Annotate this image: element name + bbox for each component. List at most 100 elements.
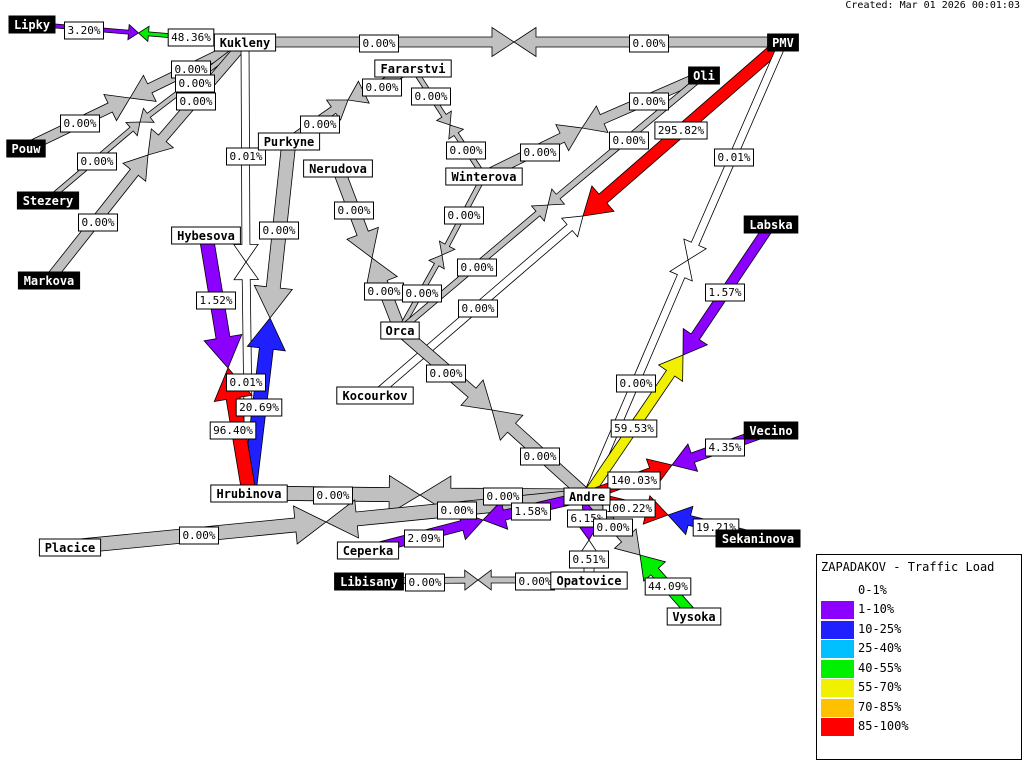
link-load-value: 0.01% bbox=[717, 151, 750, 164]
node-box bbox=[6, 139, 46, 158]
link-label-box bbox=[593, 518, 633, 537]
node-label: Hrubinova bbox=[216, 487, 281, 501]
link-label-in: 0.00% bbox=[629, 34, 669, 53]
legend: ZAPADAKOV - Traffic Load 0-1% 1-10% 10-2… bbox=[816, 554, 1022, 760]
node-box bbox=[374, 59, 452, 78]
node-label: Andre bbox=[569, 490, 605, 504]
node-vysoka[interactable]: Vysoka bbox=[666, 607, 722, 626]
link-label-box bbox=[705, 283, 745, 302]
link-kukleny-pmv[interactable] bbox=[244, 26, 784, 58]
node-label: Vecino bbox=[749, 424, 792, 438]
link-label-in: 0.00% bbox=[609, 131, 649, 150]
link-load-value: 0.01% bbox=[229, 376, 262, 389]
link-label-out: 0.00% bbox=[78, 213, 118, 232]
node-nerudova[interactable]: Nerudova bbox=[303, 159, 373, 178]
node-markova[interactable]: Markova bbox=[17, 271, 81, 290]
node-opatovice[interactable]: Opatovice bbox=[550, 571, 628, 590]
link-label-in: 140.03% bbox=[607, 471, 661, 490]
node-label: Ceperka bbox=[343, 544, 394, 558]
node-andre[interactable]: Andre bbox=[563, 487, 611, 506]
link-label-box bbox=[654, 121, 708, 140]
legend-swatch bbox=[821, 660, 854, 678]
link-label-out: 0.00% bbox=[593, 518, 633, 537]
node-box bbox=[666, 607, 722, 626]
link-orca-andre[interactable] bbox=[395, 324, 592, 502]
node-stezery[interactable]: Stezery bbox=[16, 191, 80, 210]
node-sekaninova[interactable]: Sekaninova bbox=[715, 529, 801, 548]
node-kocourkov[interactable]: Kocourkov bbox=[336, 386, 414, 405]
link-label-box bbox=[483, 487, 523, 506]
link-label-in: 1.58% bbox=[511, 502, 551, 521]
link-nerudova-orca[interactable] bbox=[331, 165, 407, 333]
node-pmv[interactable]: PMV bbox=[767, 33, 799, 52]
node-fararstvi[interactable]: Fararstvi bbox=[374, 59, 452, 78]
node-labska[interactable]: Labska bbox=[743, 215, 799, 234]
node-hrubinova[interactable]: Hrubinova bbox=[210, 484, 288, 503]
link-load-value: 0.00% bbox=[81, 216, 114, 229]
link-label-out: 0.00% bbox=[179, 526, 219, 545]
node-box bbox=[445, 167, 523, 186]
node-hybesova[interactable]: Hybesova bbox=[171, 226, 241, 245]
link-labels-layer: 3.20%48.36%0.00%0.00%295.82%0.01%0.00%0.… bbox=[60, 21, 754, 596]
link-label-out: 0.01% bbox=[226, 147, 266, 166]
link-load-value: 0.00% bbox=[461, 302, 494, 315]
link-label-box bbox=[426, 364, 466, 383]
node-label: Sekaninova bbox=[722, 532, 794, 546]
node-vecino[interactable]: Vecino bbox=[743, 421, 799, 440]
node-box bbox=[213, 33, 277, 52]
link-label-in: 0.00% bbox=[362, 78, 402, 97]
link-load-value: 0.00% bbox=[178, 77, 211, 90]
link-load-value: 0.00% bbox=[182, 529, 215, 542]
link-load-value: 0.00% bbox=[596, 521, 629, 534]
link-label-in: 20.69% bbox=[235, 398, 283, 417]
legend-row: 10-25% bbox=[821, 621, 1011, 640]
legend-label: 55-70% bbox=[858, 680, 902, 694]
node-lipky[interactable]: Lipky bbox=[8, 15, 56, 34]
link-load-value: 0.00% bbox=[523, 146, 556, 159]
link-label-box bbox=[444, 206, 484, 225]
node-box bbox=[688, 66, 720, 85]
node-winterova[interactable]: Winterova bbox=[445, 167, 523, 186]
link-label-in: 44.09% bbox=[644, 577, 692, 596]
link-label-in: 0.00% bbox=[515, 572, 555, 591]
node-ceperka[interactable]: Ceperka bbox=[336, 541, 400, 560]
node-purkyne[interactable]: Purkyne bbox=[257, 132, 321, 151]
link-label-box bbox=[437, 501, 477, 520]
link-label-box bbox=[226, 373, 266, 392]
link-label-out: 0.00% bbox=[457, 258, 497, 277]
link-label-box bbox=[446, 141, 486, 160]
node-label: Nerudova bbox=[309, 162, 367, 176]
node-box bbox=[303, 159, 373, 178]
node-kukleny[interactable]: Kukleny bbox=[213, 33, 277, 52]
node-oli[interactable]: Oli bbox=[688, 66, 720, 85]
link-load-value: 140.03% bbox=[611, 474, 658, 487]
node-libisany[interactable]: Libisany bbox=[334, 572, 404, 591]
link-load-value: 0.00% bbox=[429, 367, 462, 380]
link-load-value: 0.00% bbox=[316, 489, 349, 502]
link-label-in: 0.01% bbox=[226, 373, 266, 392]
legend-row: 1-10% bbox=[821, 601, 1011, 620]
link-label-out: 0.00% bbox=[259, 221, 299, 240]
node-box bbox=[336, 386, 414, 405]
link-fararstvi-winterova[interactable] bbox=[410, 66, 487, 178]
node-placice[interactable]: Placice bbox=[38, 538, 102, 557]
node-orca[interactable]: Orca bbox=[380, 321, 420, 340]
link-kukleny-markova[interactable] bbox=[44, 38, 250, 284]
node-label: Orca bbox=[386, 324, 415, 338]
link-label-box bbox=[60, 114, 100, 133]
link-load-value: 0.00% bbox=[486, 490, 519, 503]
node-box bbox=[16, 191, 80, 210]
node-label: Oli bbox=[693, 69, 715, 83]
node-label: Pouw bbox=[12, 142, 42, 156]
legend-label: 10-25% bbox=[858, 622, 902, 636]
legend-title: ZAPADAKOV - Traffic Load bbox=[821, 560, 995, 574]
link-label-box bbox=[334, 201, 374, 220]
node-box bbox=[210, 484, 288, 503]
link-load-value: 100.22% bbox=[606, 502, 653, 515]
node-box bbox=[17, 271, 81, 290]
legend-label: 0-1% bbox=[858, 583, 887, 597]
legend-row: 70-85% bbox=[821, 699, 1011, 718]
link-label-in: 0.00% bbox=[437, 501, 477, 520]
node-pouw[interactable]: Pouw bbox=[6, 139, 46, 158]
link-label-box bbox=[64, 21, 104, 40]
